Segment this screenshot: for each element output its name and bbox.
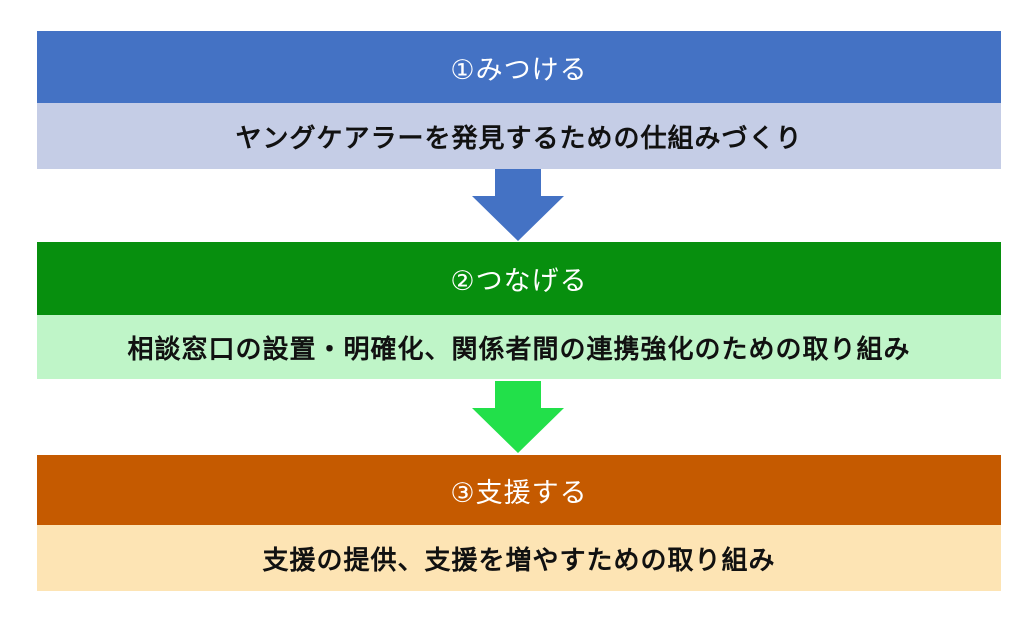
- step-support-description: 支援の提供、支援を増やすための取り組み: [262, 545, 776, 576]
- step-connect-header: ②つなげる: [37, 242, 1001, 315]
- step-support: ③支援する 支援の提供、支援を増やすための取り組み: [37, 455, 1001, 591]
- step-connect-title: ②つなげる: [450, 266, 588, 297]
- step-connect: ②つなげる 相談窓口の設置・明確化、関係者間の連携強化のための取り組み: [37, 242, 1001, 379]
- step-find: ①みつける ヤングケアラーを発見するための仕組みづくり: [37, 31, 1001, 169]
- step-find-header: ①みつける: [37, 31, 1001, 103]
- step-find-body: ヤングケアラーを発見するための仕組みづくり: [37, 103, 1001, 169]
- step-find-title: ①みつける: [450, 54, 588, 86]
- down-arrow-icon: [472, 169, 564, 241]
- step-support-header: ③支援する: [37, 455, 1001, 525]
- step-find-description: ヤングケアラーを発見するための仕組みづくり: [235, 123, 803, 154]
- step-support-title: ③支援する: [450, 477, 588, 509]
- down-arrow-icon: [472, 381, 564, 453]
- down-arrow-shape: [472, 169, 564, 241]
- step-support-body: 支援の提供、支援を増やすための取り組み: [37, 525, 1001, 591]
- down-arrow-shape: [472, 381, 564, 453]
- step-connect-body: 相談窓口の設置・明確化、関係者間の連携強化のための取り組み: [37, 315, 1001, 379]
- step-connect-description: 相談窓口の設置・明確化、関係者間の連携強化のための取り組み: [127, 334, 911, 365]
